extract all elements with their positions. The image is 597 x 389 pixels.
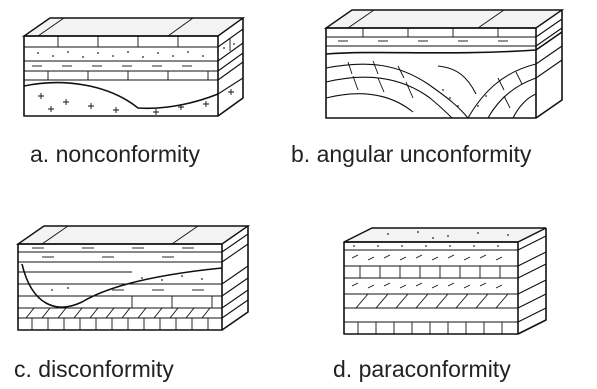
panel-b-block-diagram <box>318 6 568 124</box>
panel-d-block-diagram <box>338 222 563 342</box>
caption-panel-c: c. disconformity <box>14 356 174 382</box>
caption-panel-a: a. nonconformity <box>30 141 201 167</box>
caption-panel-d: d. paraconformity <box>333 356 511 382</box>
panel-c-block-diagram <box>12 218 257 340</box>
caption-panel-b: b. angular unconformity <box>291 141 532 167</box>
panel-a-block-diagram <box>18 8 253 123</box>
